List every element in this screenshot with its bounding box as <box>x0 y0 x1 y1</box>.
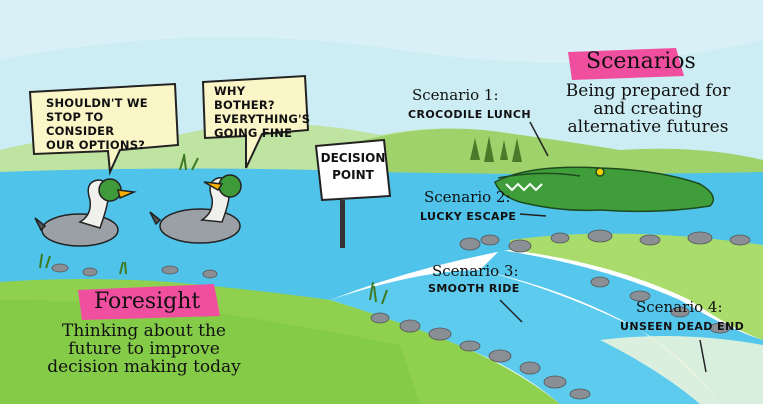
sign-line-1: DECISION <box>320 151 386 165</box>
bubble-left-line-1: SHOULDN'T WE <box>46 96 148 110</box>
scenarios-description: Being prepared for and creating alternat… <box>548 82 748 136</box>
bubble-right-line-2: EVERYTHING'S <box>214 112 311 126</box>
scenario-1-name: CROCODILE LUNCH <box>408 108 531 121</box>
scenario-2-name: LUCKY ESCAPE <box>420 210 517 223</box>
bubble-left-line-2: STOP TO CONSIDER <box>46 110 115 138</box>
bubble-right-line-1: WHY BOTHER? <box>214 84 275 112</box>
foresight-description: Thinking about the future to improve dec… <box>38 322 250 376</box>
duck-right <box>149 174 242 244</box>
foresight-desc-line-2: future to improve <box>68 339 220 359</box>
decision-sign-drawing <box>314 138 392 248</box>
crocodile <box>494 166 715 213</box>
speech-bubble-right: WHY BOTHER? EVERYTHING'S GOING FINE <box>214 84 311 140</box>
foresight-heading: Foresight <box>94 289 201 314</box>
scenarios-heading: Scenarios <box>586 49 696 74</box>
scenarios-desc-line-3: alternative futures <box>567 117 729 137</box>
scenario-3-title: Scenario 3: <box>432 262 519 280</box>
speech-bubble-left: SHOULDN'T WE STOP TO CONSIDER OUR OPTION… <box>46 96 174 152</box>
scenario-2-title: Scenario 2: <box>424 188 511 206</box>
foresight-desc-line-1: Thinking about the <box>62 321 226 341</box>
scenario-3-name: SMOOTH RIDE <box>428 282 520 295</box>
scenarios-desc-line-1: Being prepared for <box>565 81 731 101</box>
scenario-1-title: Scenario 1: <box>412 86 499 104</box>
foresight-desc-line-3: decision making today <box>47 357 241 377</box>
scenario-4-name: UNSEEN DEAD END <box>620 320 745 333</box>
decision-point-sign: DECISION POINT <box>318 150 388 184</box>
bubble-right-line-3: GOING FINE <box>214 126 293 140</box>
sign-line-2: POINT <box>332 168 374 182</box>
scenarios-desc-line-2: and creating <box>593 99 703 119</box>
scenario-4-title: Scenario 4: <box>636 298 723 316</box>
duck-left <box>34 178 137 247</box>
bubble-left-line-3: OUR OPTIONS? <box>46 138 146 152</box>
